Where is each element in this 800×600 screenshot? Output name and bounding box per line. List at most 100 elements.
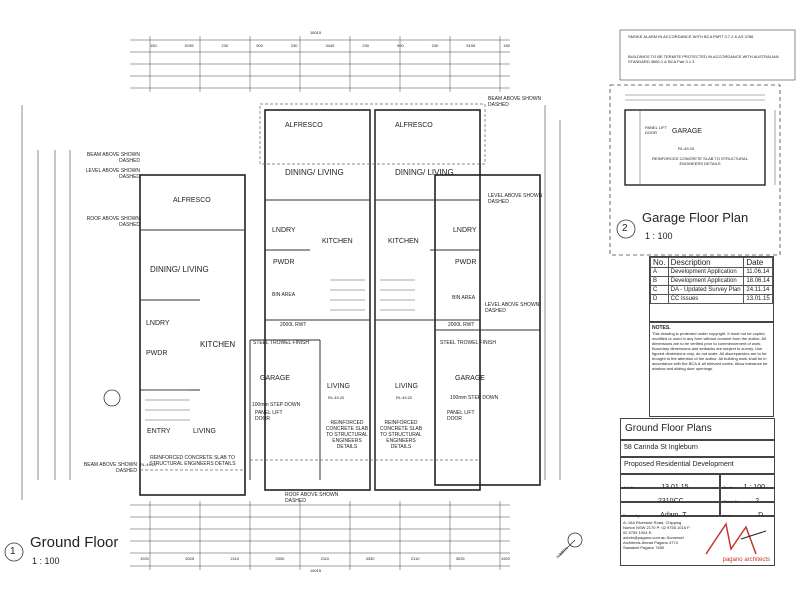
scale-value: 1 : 100 (743, 484, 765, 491)
note-level-above-3: LEVEL ABOVE SHOWN DASHED (485, 302, 540, 314)
dim: 5195 (184, 43, 194, 48)
room-alfresco-2: ALFRESCO (285, 122, 323, 129)
room-living-2: LIVING (327, 383, 350, 390)
revision-table: No. Description Date A Development Appli… (649, 256, 774, 322)
dim: 1920 (140, 556, 149, 561)
room-pwdr-3: PWDR (455, 259, 477, 266)
room-lndry-2: LNDRY (272, 227, 296, 234)
sheet-title: Ground Floor Plans (620, 418, 775, 440)
rev-col-desc: Description (667, 257, 745, 268)
drawn-label: Drawn by. (623, 513, 641, 518)
dim: 2110 (320, 556, 330, 561)
rev-cell: 18.06.14 (743, 276, 773, 286)
rev-col-date: Date (743, 257, 773, 268)
note-roof-above: ROOF ABOVE SHOWN DASHED (86, 216, 140, 228)
table-row: C DA - Updated Survey Plan 24.11.14 (650, 285, 773, 295)
sheet-value: 2 (755, 498, 760, 505)
dim: 900 (397, 43, 404, 48)
room-entry: ENTRY (147, 428, 171, 435)
room-living-3: LIVING (395, 383, 418, 390)
dim: 2110 (230, 556, 240, 561)
dim: 3330 (365, 556, 375, 561)
rev-cell: Development Application (667, 267, 745, 277)
dim: 230 (221, 43, 229, 48)
table-row: B Development Application 18.06.14 (650, 276, 773, 286)
job-no-cell: Job No. 13.01.15 (620, 474, 720, 491)
garage-rl: RL:49.20 (678, 146, 695, 151)
rev-col-no: No. (650, 257, 669, 268)
room-kitchen-3: KITCHEN (388, 238, 419, 245)
termite-note: BUILDINGS TO BE TERMITE PROTECTED IN ACC… (628, 54, 779, 64)
issue-cell: Issue. D (720, 502, 775, 519)
scale-cell: Scale. 1 : 100 (720, 474, 775, 491)
dim: 230 (290, 43, 298, 48)
sheet-cell: Sheet No. 2 (720, 488, 775, 505)
firm-contact: A: 16A Riverside Road, Chipping Norton N… (623, 520, 691, 550)
note-level-above-2: LEVEL ABOVE SHOWN DASHED (488, 193, 543, 205)
room-dining-2: DINING/ LIVING (285, 168, 344, 177)
room-alfresco-3: ALFRESCO (395, 122, 433, 129)
note-slab-3: REINFORCED CONCRETE SLAB TO STRUCTURAL E… (379, 420, 423, 450)
drawn-value: Adam. T (660, 512, 687, 519)
room-living-left: LIVING (193, 428, 216, 435)
dim-overall-top: 16015 (310, 30, 322, 35)
note-roof-above-2: ROOF ABOVE SHOWN DASHED (285, 492, 339, 504)
job-no-value: 2310CC (658, 498, 684, 505)
dim: 230 (431, 43, 439, 48)
ground-floor-scale: 1 : 100 (32, 556, 60, 566)
room-dining-left: DINING/ LIVING (150, 265, 209, 274)
rev-cell: A (650, 267, 669, 277)
project-name: Proposed Residential Development (620, 457, 775, 474)
dim: 150 (503, 43, 510, 48)
dim: 150 (150, 43, 157, 48)
dim-row-top: 150 5195 230 900 230 3440 230 900 230 51… (150, 43, 510, 48)
dim: 3440 (325, 43, 335, 48)
job-no-value-cell: 2310CC (620, 488, 720, 505)
sheet-label: Sheet No. (723, 499, 741, 504)
notes-body: This drawing is protected under copyrigh… (652, 331, 768, 371)
dim: 230 (362, 43, 370, 48)
note-trowel-3: STEEL TROWEL FINISH (440, 340, 496, 346)
rev-cell: 13.01.15 (743, 294, 773, 304)
room-pwdr-left: PWDR (146, 350, 168, 357)
rev-cell: DA - Updated Survey Plan (667, 285, 745, 295)
garage-room-label: GARAGE (672, 128, 702, 135)
rev-cell: 24.11.14 (743, 285, 773, 295)
notes-heading: NOTES. (652, 325, 671, 331)
room-lndry-left: LNDRY (146, 320, 170, 327)
ground-floor-title: Ground Floor (30, 534, 119, 551)
note-step-down-2: 100mm STEP DOWN (252, 402, 301, 408)
note-beam-above-2: BEAM ABOVE SHOWN DASHED (83, 462, 137, 474)
note-panel-lift-2: PANEL LIFT DOOR (255, 410, 283, 422)
garage-plan-title: Garage Floor Plan (642, 210, 749, 225)
room-dining-3: DINING/ LIVING (395, 168, 454, 177)
table-row: A Development Application 11.06.14 (650, 267, 773, 277)
dim: 3330 (275, 556, 285, 561)
room-alfresco-left: ALFRESCO (173, 197, 211, 204)
dim-row-bottom: 1920 3025 2110 3330 2110 3330 2110 3025 … (140, 556, 510, 561)
note-beam-above-3: BEAM ABOVE SHOWN DASHED (488, 96, 542, 108)
note-level-above: LEVEL ABOVE SHOWN DASHED (85, 168, 140, 180)
rev-cell: CC Issues (667, 294, 745, 304)
ground-floor-number: 1 (10, 546, 16, 557)
dim: 900 (256, 43, 263, 48)
job-no-label: Job No. (623, 485, 637, 490)
room-bin-2: BIN AREA (272, 292, 296, 298)
rev-cell: D (650, 294, 669, 304)
rl-living-2: RL:49.20 (328, 395, 345, 400)
issue-value: D (758, 512, 764, 519)
note-slab-2: REINFORCED CONCRETE SLAB TO STRUCTURAL E… (325, 420, 369, 450)
dim: 2110 (410, 556, 420, 561)
room-bin-3: BIN AREA (452, 295, 476, 301)
dim: 3025 (185, 556, 195, 561)
note-step-down-3: 100mm STEP DOWN (450, 395, 499, 401)
garage-slab-note: REINFORCED CONCRETE SLAB TO STRUCTURAL E… (652, 156, 748, 166)
garage-panel-lift: PANEL LIFT DOOR (645, 125, 667, 135)
note-rwt-3: 2000L RWT (448, 322, 475, 328)
note-panel-lift-3: PANEL LIFT DOOR (447, 410, 475, 422)
revision-header-row: No. Description Date (650, 257, 773, 268)
firm-name: pagano architects (722, 557, 770, 563)
room-kitchen-left: KITCHEN (200, 340, 236, 349)
project-address: 58 Carinda St Ingleburn (620, 440, 775, 457)
